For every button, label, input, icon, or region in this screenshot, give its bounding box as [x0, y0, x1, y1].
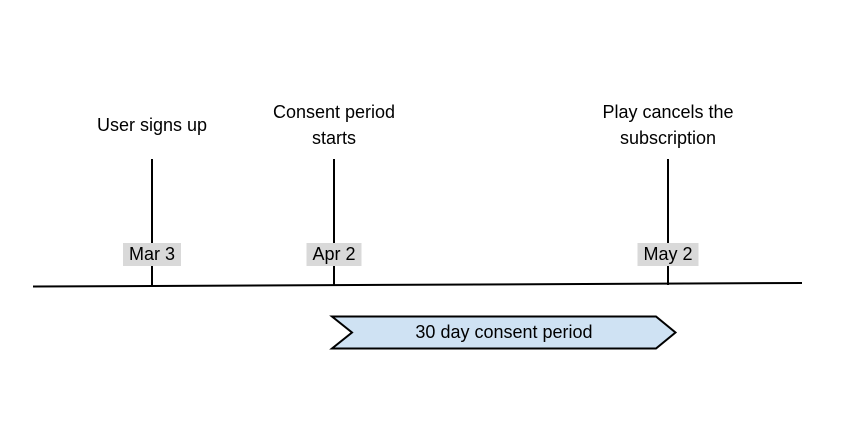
event-date-chip: Apr 2: [306, 243, 362, 266]
event-label-line: starts: [311, 128, 356, 148]
event-label-line: Consent period: [272, 102, 396, 122]
event-tick-line: [151, 159, 153, 285]
consent-period-arrow-label: 30 day consent period: [415, 322, 593, 342]
event-label: Play cancels the subscription: [583, 96, 753, 154]
event-date-chip: May 2: [637, 243, 699, 266]
timeline-axis-line: [32, 282, 803, 288]
event-tick-line: [333, 159, 335, 285]
consent-period-arrow-shape: [329, 315, 678, 350]
event-label: Consent period starts: [249, 96, 419, 154]
event-tick-line: [667, 159, 669, 285]
event-label-line: Play cancels the: [602, 102, 734, 122]
event-label-line: User signs up: [96, 115, 208, 135]
event-label: User signs up: [67, 96, 237, 154]
event-label-line: subscription: [619, 128, 717, 148]
event-date-chip: Mar 3: [122, 243, 182, 266]
